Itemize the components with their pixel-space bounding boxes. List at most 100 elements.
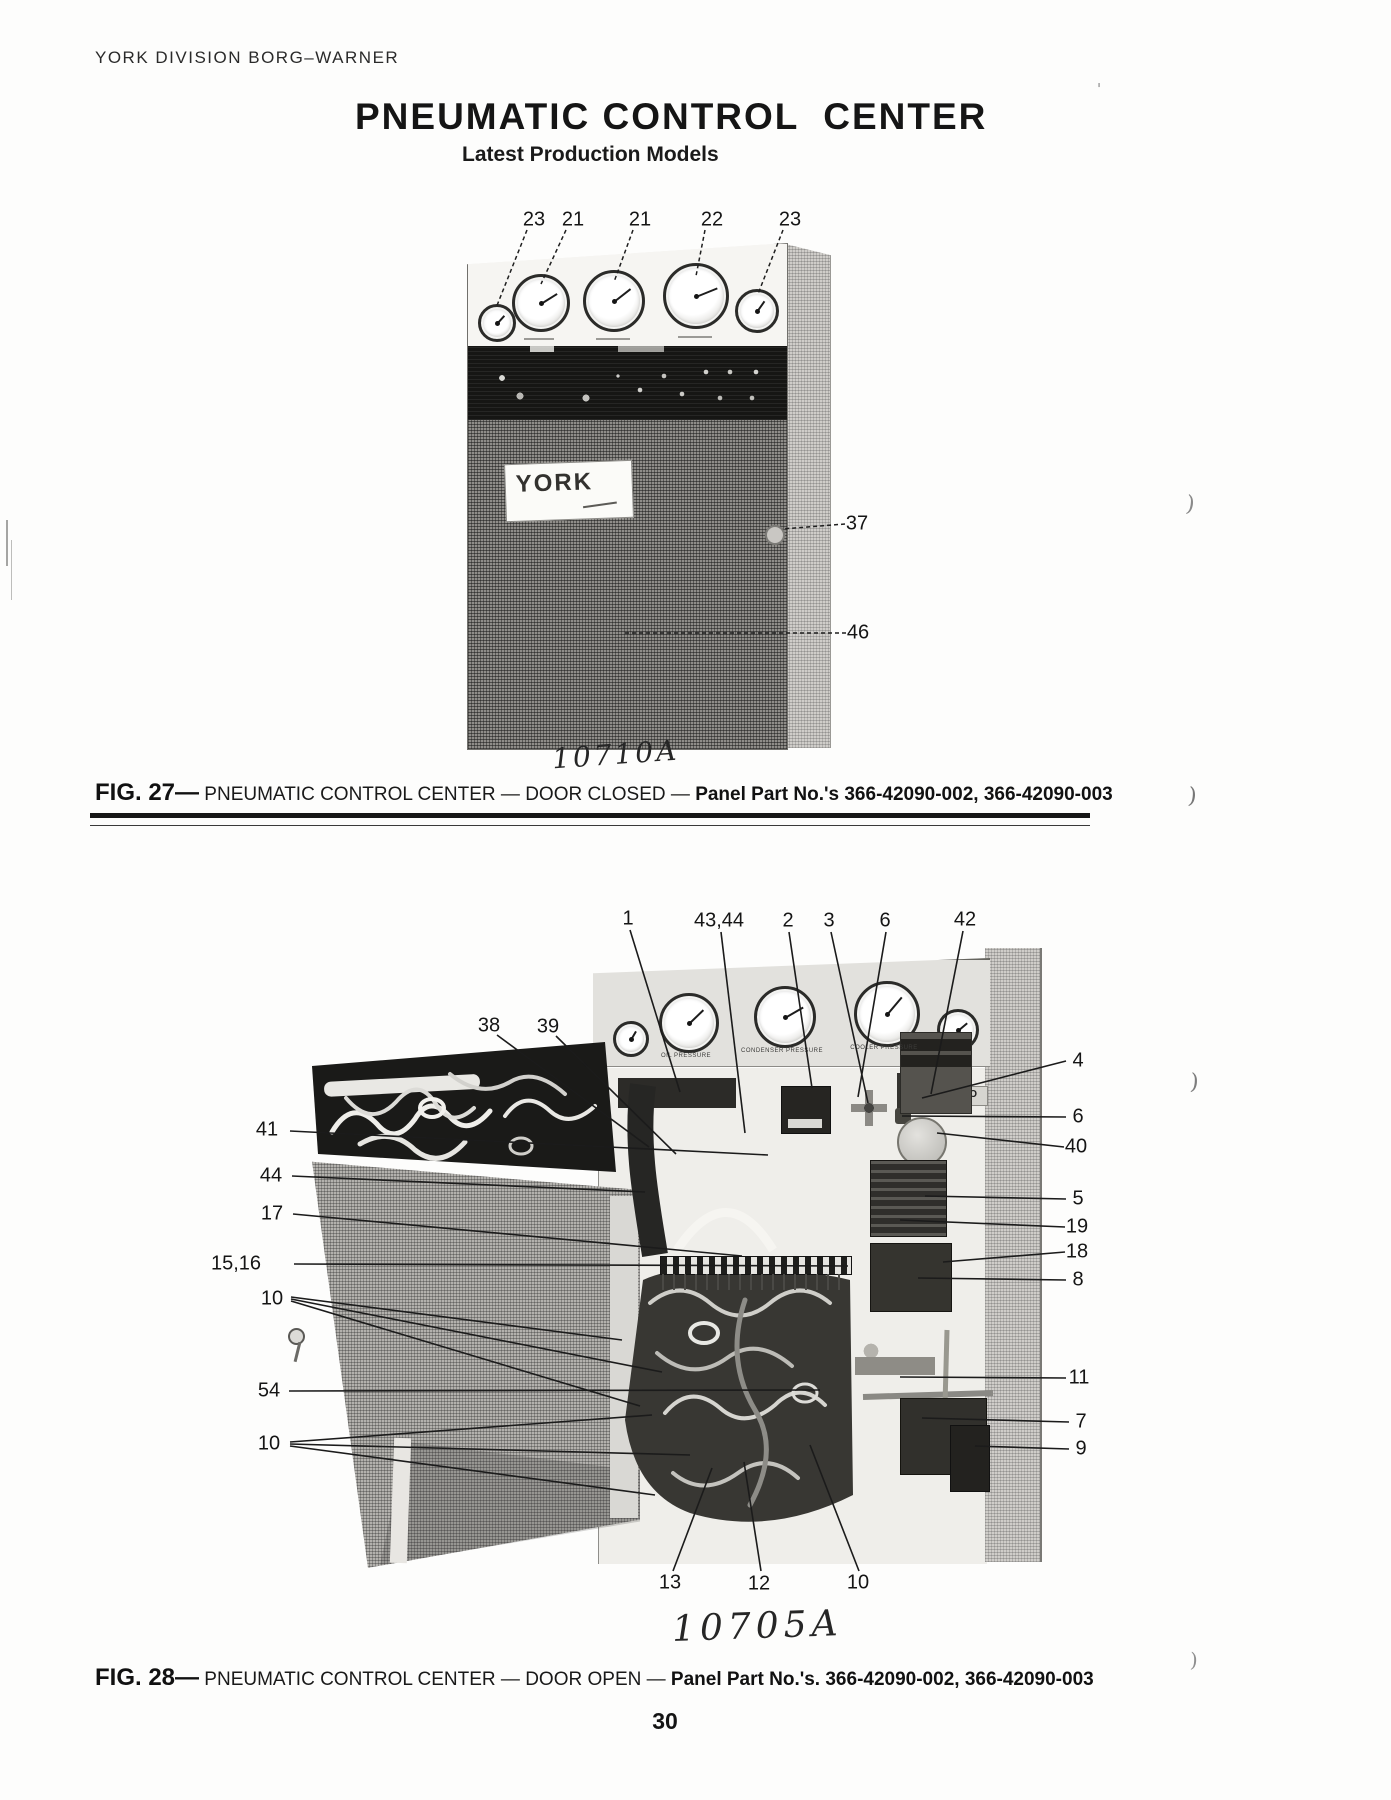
fig28-side-wall [985, 948, 1042, 1562]
fig28-door-key [288, 1328, 305, 1345]
callout-10: 10 [257, 1432, 281, 1455]
fig28-solenoid-valve [781, 1086, 831, 1134]
gauge-needle [540, 293, 558, 305]
fig27-control-strip [468, 346, 787, 420]
callout-7: 7 [1075, 1410, 1087, 1433]
door-tubing-group [312, 1042, 616, 1172]
fig27-gauge-3 [663, 263, 729, 329]
fig28-gauge-oil [659, 993, 719, 1053]
solenoid-label [788, 1119, 822, 1128]
callout-54: 54 [257, 1379, 281, 1402]
callout-43-44: 43,44 [693, 909, 745, 932]
page-number: 30 [652, 1708, 678, 1734]
callout-38: 38 [477, 1014, 501, 1037]
callout-37: 37 [845, 512, 869, 535]
fig28-caption-part: Panel Part No.'s. 366-42090-002, 366-420… [670, 1669, 1094, 1690]
fig27-gauge-small-left [478, 304, 516, 342]
callout-3: 3 [823, 909, 835, 932]
gauge-caption-smudge [596, 338, 630, 340]
scan-artifact-bar [11, 540, 12, 600]
callout-4: 4 [1072, 1049, 1084, 1072]
callout-13: 13 [658, 1571, 682, 1594]
callout-18: 18 [1065, 1240, 1089, 1263]
section-divider [90, 813, 1090, 826]
scan-artifact-tick: ' [1097, 80, 1102, 98]
scan-artifact-paren: ) [1188, 1069, 1200, 1096]
fig27-brand-plate: YORK [504, 459, 634, 523]
fig28-caption-label: FIG. 28— [95, 1664, 200, 1691]
gauge-needle [630, 1030, 637, 1041]
gauge-label-oil: OIL PRESSURE [660, 1053, 712, 1059]
fig28-relay-upper [870, 1160, 947, 1237]
callout-6: 6 [879, 909, 891, 932]
fig28-terminal-strip [660, 1256, 852, 1275]
callout-2: 2 [782, 909, 794, 932]
fig28-caption: FIG. 28— PNEUMATIC CONTROL CENTER — DOOR… [95, 1664, 1094, 1692]
gauge-needle [886, 996, 903, 1016]
callout-10: 10 [260, 1287, 284, 1310]
gauge-needle [496, 315, 506, 325]
scan-artifact-bar [6, 520, 8, 566]
gauge-label-cooler: COOLER PRESSURE [850, 1045, 918, 1051]
fig27-side-wall [786, 244, 831, 748]
callout-23: 23 [522, 208, 546, 231]
fig28-door-edge-strip [610, 1196, 638, 1518]
fig27-caption-part: Panel Part No.'s 366-42090-002, 366-4209… [695, 784, 1113, 805]
callout-5: 5 [1072, 1187, 1084, 1210]
page-subtitle: Latest Production Models [462, 143, 719, 166]
callout-41: 41 [255, 1118, 279, 1141]
fig28-cross-fitting [851, 1090, 887, 1126]
callout-44: 44 [259, 1164, 283, 1187]
gauge-needle [688, 1009, 705, 1025]
fig27-caption-body: PNEUMATIC CONTROL CENTER — DOOR CLOSED — [199, 784, 696, 805]
callout-42: 42 [953, 908, 977, 931]
fig28-gauge-condenser [754, 986, 816, 1048]
callout-17: 17 [260, 1202, 284, 1225]
callout-12: 12 [747, 1572, 771, 1595]
gauge-needle [784, 1006, 804, 1019]
callout-46: 46 [846, 621, 870, 644]
fig28-photo-code: 10705A [671, 1603, 844, 1650]
gauge-label-condenser: CONDENSER PRESSURE [740, 1048, 824, 1054]
scan-artifact-paren: ) [1186, 783, 1198, 810]
gauge-caption-smudge [524, 338, 554, 340]
fig27-gauge-1 [512, 274, 570, 332]
callout-22: 22 [700, 208, 724, 231]
gauge-needle [695, 287, 718, 298]
page-title: PNEUMATIC CONTROL CENTER [355, 96, 988, 137]
gauge-caption-smudge [678, 336, 712, 338]
page-header: YORK DIVISION BORG–WARNER [95, 48, 400, 67]
gauge-needle [756, 300, 766, 313]
fig28-shelf-box [618, 1078, 736, 1108]
callout-39: 39 [536, 1015, 560, 1038]
fig28-gauge-small-left [613, 1021, 649, 1057]
fig27-caption: FIG. 27— PNEUMATIC CONTROL CENTER — DOOR… [95, 779, 1113, 807]
callout-6: 6 [1072, 1105, 1084, 1128]
fig27-panel-face: YORK [467, 243, 788, 750]
callout-9: 9 [1075, 1437, 1087, 1460]
callout-19: 19 [1065, 1215, 1089, 1238]
callout-8: 8 [1072, 1268, 1084, 1291]
fig27-gauge-2 [583, 270, 645, 332]
callout-15-16: 15,16 [210, 1252, 262, 1275]
fig28-door-tubing-panel [312, 1042, 616, 1172]
fig28-small-control [950, 1425, 990, 1492]
callout-23: 23 [778, 208, 802, 231]
fig27-caption-label: FIG. 27— [95, 779, 200, 806]
gauge-needle [957, 1022, 968, 1032]
fig28-relay-lower [870, 1243, 952, 1312]
fig28-caption-body: PNEUMATIC CONTROL CENTER — DOOR OPEN — [199, 1669, 671, 1690]
door-lock [765, 525, 785, 545]
gauge-needle [613, 288, 632, 303]
fig28-terminal-wires [662, 1274, 848, 1290]
scan-artifact-paren: ) [1184, 491, 1197, 518]
callout-40: 40 [1064, 1135, 1088, 1158]
callout-11: 11 [1068, 1366, 1090, 1389]
callout-21: 21 [561, 208, 585, 231]
fig27-gauge-small-right [735, 289, 779, 333]
brand-text: YORK [515, 468, 594, 498]
fig28-valve-assembly [855, 1335, 935, 1397]
callout-10: 10 [846, 1571, 870, 1594]
callout-21: 21 [628, 208, 652, 231]
